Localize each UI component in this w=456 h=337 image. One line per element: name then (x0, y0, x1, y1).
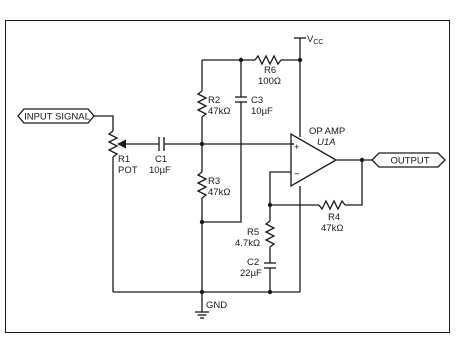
r6-resistor: R6 100Ω (254, 54, 282, 87)
junction-dot (267, 289, 273, 295)
r5-resistor: R5 4.7kΩ (235, 220, 276, 249)
output-port: OUTPUT (371, 152, 446, 168)
r3-resistor: R3 47kΩ (196, 171, 230, 199)
frame-border (5, 20, 450, 333)
r1-potentiometer: R1 POT (107, 130, 159, 292)
r5-ref: R5 (247, 227, 259, 238)
r1-ref: R1 (118, 154, 130, 165)
c2-value: 22µF (240, 268, 262, 279)
gnd-label: GND (206, 300, 227, 311)
c3-bottom-wire (202, 102, 242, 223)
c1-capacitor: C1 10µF (149, 137, 171, 176)
inverting-input-wire (269, 171, 291, 205)
r4-ref: R4 (328, 212, 340, 223)
r2-resistor: R2 47kΩ (196, 90, 230, 118)
r1-value: POT (118, 165, 138, 176)
r3-value: 47kΩ (208, 187, 230, 198)
op-amp-plus-sign: + (294, 142, 300, 153)
r2-ref: R2 (208, 95, 220, 106)
r5-value: 4.7kΩ (235, 238, 260, 249)
ground-icon (195, 292, 209, 319)
feedback-wire-right (345, 160, 363, 206)
c2-ref: C2 (247, 257, 259, 268)
input-signal-label: INPUT SIGNAL (24, 112, 90, 123)
input-signal-port: INPUT SIGNAL (17, 108, 95, 124)
output-label: OUTPUT (390, 156, 429, 167)
r4-resistor: R4 47kΩ (318, 199, 346, 234)
vcc-terminal: VCC (294, 34, 323, 137)
r1-wiper-arrow-icon (117, 139, 126, 149)
op-amp-label: OP AMP (309, 126, 345, 137)
r6-ref: R6 (264, 65, 276, 76)
op-amp-u1a: + − OP AMP U1A (290, 126, 345, 188)
c3-ref: C3 (251, 95, 263, 106)
r4-value: 47kΩ (321, 223, 343, 234)
r6-value: 100Ω (258, 76, 281, 87)
c1-value: 10µF (149, 165, 171, 176)
r3-ref: R3 (208, 176, 220, 187)
op-amp-ref: U1A (317, 137, 335, 148)
c3-value: 10µF (251, 106, 273, 117)
vcc-label: VCC (307, 34, 323, 46)
junction-dot (297, 57, 303, 63)
op-amp-minus-sign: − (294, 169, 300, 180)
c1-ref: C1 (155, 154, 167, 165)
input-wire (94, 115, 114, 131)
r2-value: 47kΩ (208, 106, 230, 117)
